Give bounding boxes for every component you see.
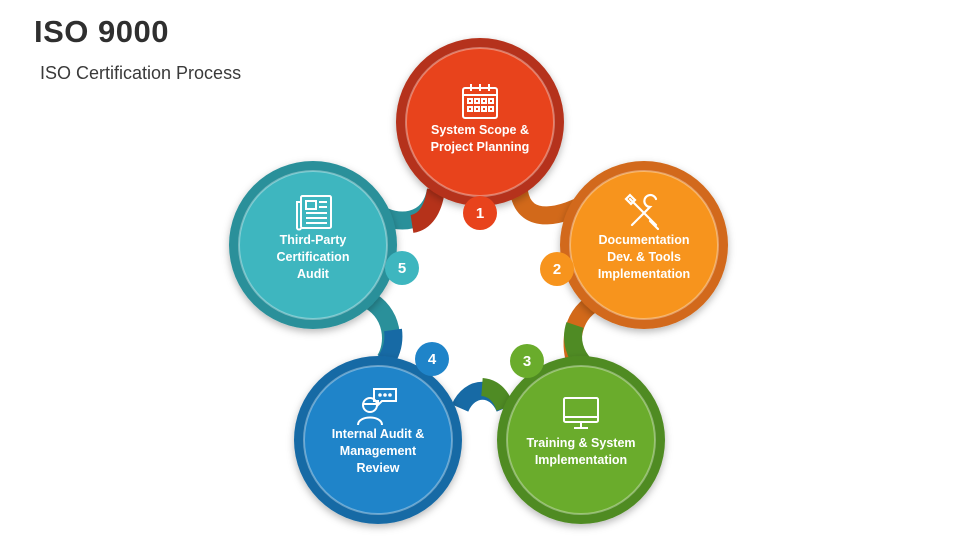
auditor-icon xyxy=(357,388,397,426)
step-5-label: Third-Party Certification Audit xyxy=(276,233,350,281)
step-1-label: System Scope & Project Planning xyxy=(430,123,530,154)
step-1-circle xyxy=(396,38,564,206)
page-subtitle: ISO Certification Process xyxy=(40,63,242,83)
certificate-icon xyxy=(296,195,332,231)
monitor-icon xyxy=(563,397,599,429)
tools-icon xyxy=(624,193,660,231)
step-3-circle xyxy=(497,356,665,524)
connector-3-4b xyxy=(480,378,514,411)
step-5-circle xyxy=(229,161,397,329)
step-5-number: 5 xyxy=(385,251,419,285)
page-title: ISO 9000 xyxy=(34,14,169,49)
calendar-icon xyxy=(462,84,498,119)
step-2-number: 2 xyxy=(540,252,574,286)
step-4-number: 4 xyxy=(415,342,449,376)
step-3-number: 3 xyxy=(510,344,544,378)
step-3-label: Training & System Implementation xyxy=(526,436,636,467)
step-4-label: Internal Audit & Management Review xyxy=(331,427,425,475)
step-4-circle xyxy=(294,356,462,524)
connector-1-5b xyxy=(409,188,445,233)
step-2-label: Documentation Dev. & Tools Implementatio… xyxy=(597,233,691,281)
step-1-number: 1 xyxy=(463,196,497,230)
step-2-circle xyxy=(560,161,728,329)
